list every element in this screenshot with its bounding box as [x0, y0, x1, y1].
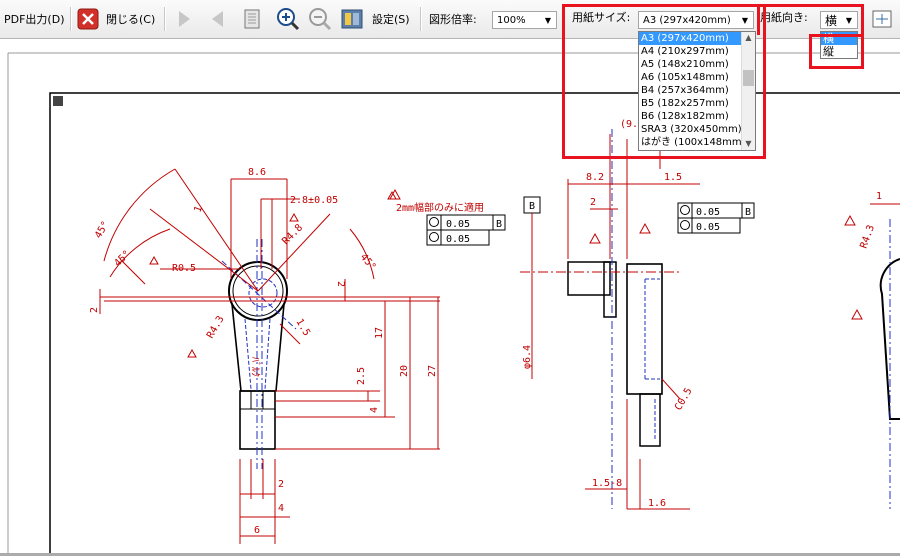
paper-size-option[interactable]: はがき (100x148mm): [641, 137, 746, 148]
zoom-label: 図形倍率:: [429, 13, 477, 26]
paper-size-option[interactable]: B6 (128x182mm): [641, 111, 729, 122]
chevron-down-icon: ▼: [544, 15, 552, 25]
close-label: 閉じる(C): [106, 13, 156, 26]
pdf-output-label: PDF出力(D): [4, 13, 65, 26]
zoom-value: 100%: [497, 14, 526, 26]
highlight-orientation-top: [757, 4, 864, 35]
side-view: [520, 129, 680, 509]
scroll-up-icon[interactable]: ▲: [745, 33, 752, 42]
paper-size-dropdown[interactable]: A3 (297x420mm) A4 (210x297mm) A5 (148x21…: [638, 31, 756, 151]
orientation-select[interactable]: 横 ▼: [820, 11, 858, 29]
toolbar-separator: [420, 7, 422, 31]
fit-page-icon[interactable]: [870, 7, 894, 31]
zoom-select[interactable]: 100% ▼: [492, 11, 557, 29]
paper-size-option[interactable]: A3 (297x420mm): [639, 32, 755, 45]
dim-label: φ6.4: [522, 345, 533, 369]
scroll-down-icon[interactable]: ▼: [745, 139, 752, 148]
back-icon[interactable]: [206, 7, 230, 31]
play-icon[interactable]: [172, 7, 196, 31]
tolerance-value: 0.05: [446, 219, 470, 230]
orientation-value: 横: [825, 13, 838, 28]
dim-label: 4: [369, 407, 380, 413]
dim-label: 2: [335, 281, 346, 287]
front-view: ﾊﾞﾙｸ: [221, 239, 297, 469]
tolerance-value: 0.05: [446, 234, 470, 245]
paper-size-label: 用紙サイズ:: [572, 11, 631, 24]
datum-label: B: [529, 201, 535, 212]
zoom-out-icon[interactable]: [308, 7, 332, 31]
dim-label: 4: [278, 503, 284, 514]
dim-label: 8.2: [586, 172, 604, 183]
dim-label: 2: [590, 197, 596, 208]
chevron-down-icon: ▼: [741, 15, 749, 25]
dim-label: 1: [876, 191, 882, 202]
settings-icon[interactable]: [340, 7, 364, 31]
dim-label: 6: [254, 525, 260, 536]
zoom-in-icon[interactable]: [276, 7, 300, 31]
scrollbar-thumb[interactable]: [743, 70, 754, 86]
dim-label: 8.6: [248, 167, 266, 178]
highlight-paper-size: [562, 4, 766, 159]
close-button[interactable]: 閉じる(C): [106, 0, 155, 38]
dim-label: 1.5: [664, 172, 682, 183]
tolerance-datum: B: [745, 207, 751, 218]
tolerance-datum: B: [496, 219, 502, 230]
svg-text:ﾊﾞﾙｸ: ﾊﾞﾙｸ: [249, 357, 261, 377]
dim-label: 2: [89, 307, 100, 313]
gdt-note: 2mm幅部のみに適用 B 0.05 B 0.05 0.05 B 0.05: [389, 188, 755, 274]
dim-label: 2.5: [356, 367, 367, 385]
applicability-note: 2mm幅部のみに適用: [396, 201, 484, 214]
front-dims: [99, 168, 440, 544]
toolbar-separator: [70, 7, 72, 31]
paper-size-option[interactable]: A4 (210x297mm): [641, 46, 729, 57]
paper-size-option[interactable]: A6 (105x148mm): [641, 72, 729, 83]
tolerance-value: 0.05: [696, 207, 720, 218]
dim-label: 2.8±0.05: [290, 195, 338, 206]
close-icon[interactable]: [76, 7, 100, 31]
dropdown-scrollbar[interactable]: ▲ ▼: [741, 32, 755, 150]
toolbar-separator: [164, 7, 166, 31]
paper-size-option[interactable]: B4 (257x364mm): [641, 85, 729, 96]
paper-size-option[interactable]: A5 (148x210mm): [641, 59, 729, 70]
highlight-orientation: [809, 34, 864, 69]
pdf-output-button[interactable]: PDF出力(D): [4, 0, 64, 38]
dim-label: 17: [374, 327, 385, 339]
paper-size-select[interactable]: A3 (297x420mm) ▼: [638, 11, 754, 29]
dim-label: 27: [427, 365, 438, 377]
settings-label: 設定(S): [372, 13, 410, 26]
orientation-label: 用紙向き:: [760, 11, 808, 24]
dim-label: 20: [399, 365, 410, 377]
tolerance-value: 0.05: [696, 222, 720, 233]
orientation-option[interactable]: 縦: [823, 45, 834, 58]
dim-label: 1.6: [648, 498, 666, 509]
drawing-canvas: ﾊﾞﾙｸ: [0, 39, 900, 556]
paper-size-option[interactable]: SRA3 (320x450mm): [641, 124, 742, 135]
paper-size-value: A3 (297x420mm): [643, 14, 731, 26]
dim-label: 1: [192, 205, 204, 214]
dim-label: 1.5-8: [592, 478, 622, 489]
side-dims: [531, 129, 700, 510]
dim-label: 2: [278, 479, 284, 490]
dim-label: (9.6: [620, 119, 644, 130]
page-icon[interactable]: [240, 7, 264, 31]
chevron-down-icon: ▼: [845, 15, 853, 25]
paper-size-option[interactable]: B5 (182x257mm): [641, 98, 729, 109]
dim-label: R0.5: [172, 263, 196, 274]
settings-button[interactable]: 設定(S): [372, 0, 410, 38]
